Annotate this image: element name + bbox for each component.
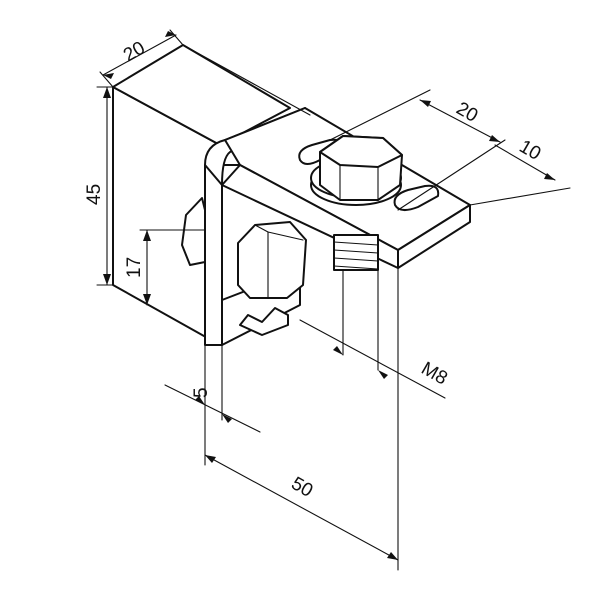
- left-hex-nut: [181, 197, 206, 266]
- dim-slot-spacing: 20: [453, 98, 482, 127]
- dim-thread: M8: [418, 358, 451, 389]
- dim-thickness: 5: [191, 387, 212, 398]
- dim-length: 50: [288, 473, 317, 502]
- dimension-arrows: [103, 31, 555, 560]
- dim-slot-offset: 10: [516, 136, 545, 165]
- dim-inner-height: 17: [124, 257, 145, 278]
- front-hex-bolt-head: [237, 221, 307, 299]
- dimension-lines: [96, 29, 571, 571]
- bolt-shank: [333, 234, 379, 271]
- dim-top-width: 20: [120, 38, 149, 67]
- hex-bolt-head: [319, 135, 403, 201]
- dim-height: 45: [84, 184, 105, 205]
